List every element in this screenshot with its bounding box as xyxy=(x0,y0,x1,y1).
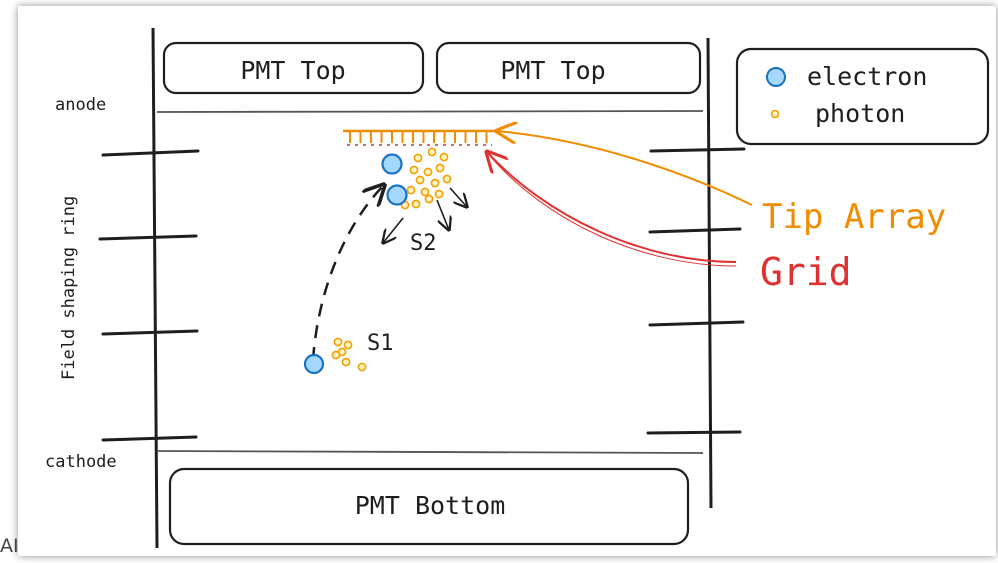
s2-emission-arrows xyxy=(383,187,467,243)
electron-start xyxy=(303,353,325,375)
legend-electron-icon xyxy=(766,67,786,87)
photon-dot xyxy=(333,337,343,347)
pmt-bottom: PMT Bottom xyxy=(168,467,690,546)
electron-tip-upper xyxy=(381,153,403,175)
photon-dot xyxy=(420,187,430,197)
legend-photon-icon xyxy=(770,109,780,119)
s1-label: S1 xyxy=(367,331,394,356)
photon-dot xyxy=(409,165,419,175)
anode-label: anode xyxy=(55,95,106,115)
tip-array-label: Tip Array xyxy=(762,197,946,237)
photon-cluster xyxy=(331,147,452,372)
photon-dot xyxy=(413,153,423,163)
s2-label: S2 xyxy=(410,231,437,256)
photon-dot xyxy=(423,167,433,177)
tip-array xyxy=(343,129,496,143)
photon-dot xyxy=(406,185,416,195)
photon-dot xyxy=(411,199,421,209)
photon-dot xyxy=(435,163,445,173)
photon-dot xyxy=(424,194,434,204)
cathode-line xyxy=(156,450,704,454)
electron-tip-lower xyxy=(386,184,408,206)
grid-arrow xyxy=(487,152,737,263)
field-ring-label: Field shaping ring xyxy=(59,196,79,380)
field-rings-right xyxy=(646,147,746,435)
photon-dot xyxy=(343,340,353,350)
diagram-frame xyxy=(18,6,996,556)
photon-dot xyxy=(341,357,351,367)
photon-dot xyxy=(331,350,341,360)
pmt-top-left-label: PMT Top xyxy=(240,56,345,85)
cathode-label: cathode xyxy=(45,452,117,472)
photon-dot xyxy=(427,147,437,157)
legend-electron-label: electron xyxy=(807,62,927,91)
right-wall xyxy=(706,37,713,509)
legend-photon-label: photon xyxy=(815,99,905,128)
photon-dot xyxy=(415,175,425,185)
pmt-top-right: PMT Top xyxy=(435,41,702,95)
grid-label: Grid xyxy=(760,250,852,294)
left-wall xyxy=(151,27,159,549)
pmt-top-right-label: PMT Top xyxy=(500,56,605,85)
legend: electron photon xyxy=(735,47,990,146)
field-rings-left xyxy=(98,149,200,442)
tip-array-arrow xyxy=(497,131,753,206)
grid-arrow-shadow xyxy=(489,155,737,267)
photon-dot xyxy=(430,178,440,188)
photon-dot xyxy=(357,362,367,372)
drift-path xyxy=(311,185,384,361)
pmt-top-left: PMT Top xyxy=(162,41,425,95)
photon-dot xyxy=(434,189,444,199)
pmt-bottom-label: PMT Bottom xyxy=(355,491,506,520)
cutoff-text: AI xyxy=(0,535,19,557)
photon-dot xyxy=(442,174,452,184)
anode-line xyxy=(156,110,704,113)
photon-dot xyxy=(439,152,449,162)
